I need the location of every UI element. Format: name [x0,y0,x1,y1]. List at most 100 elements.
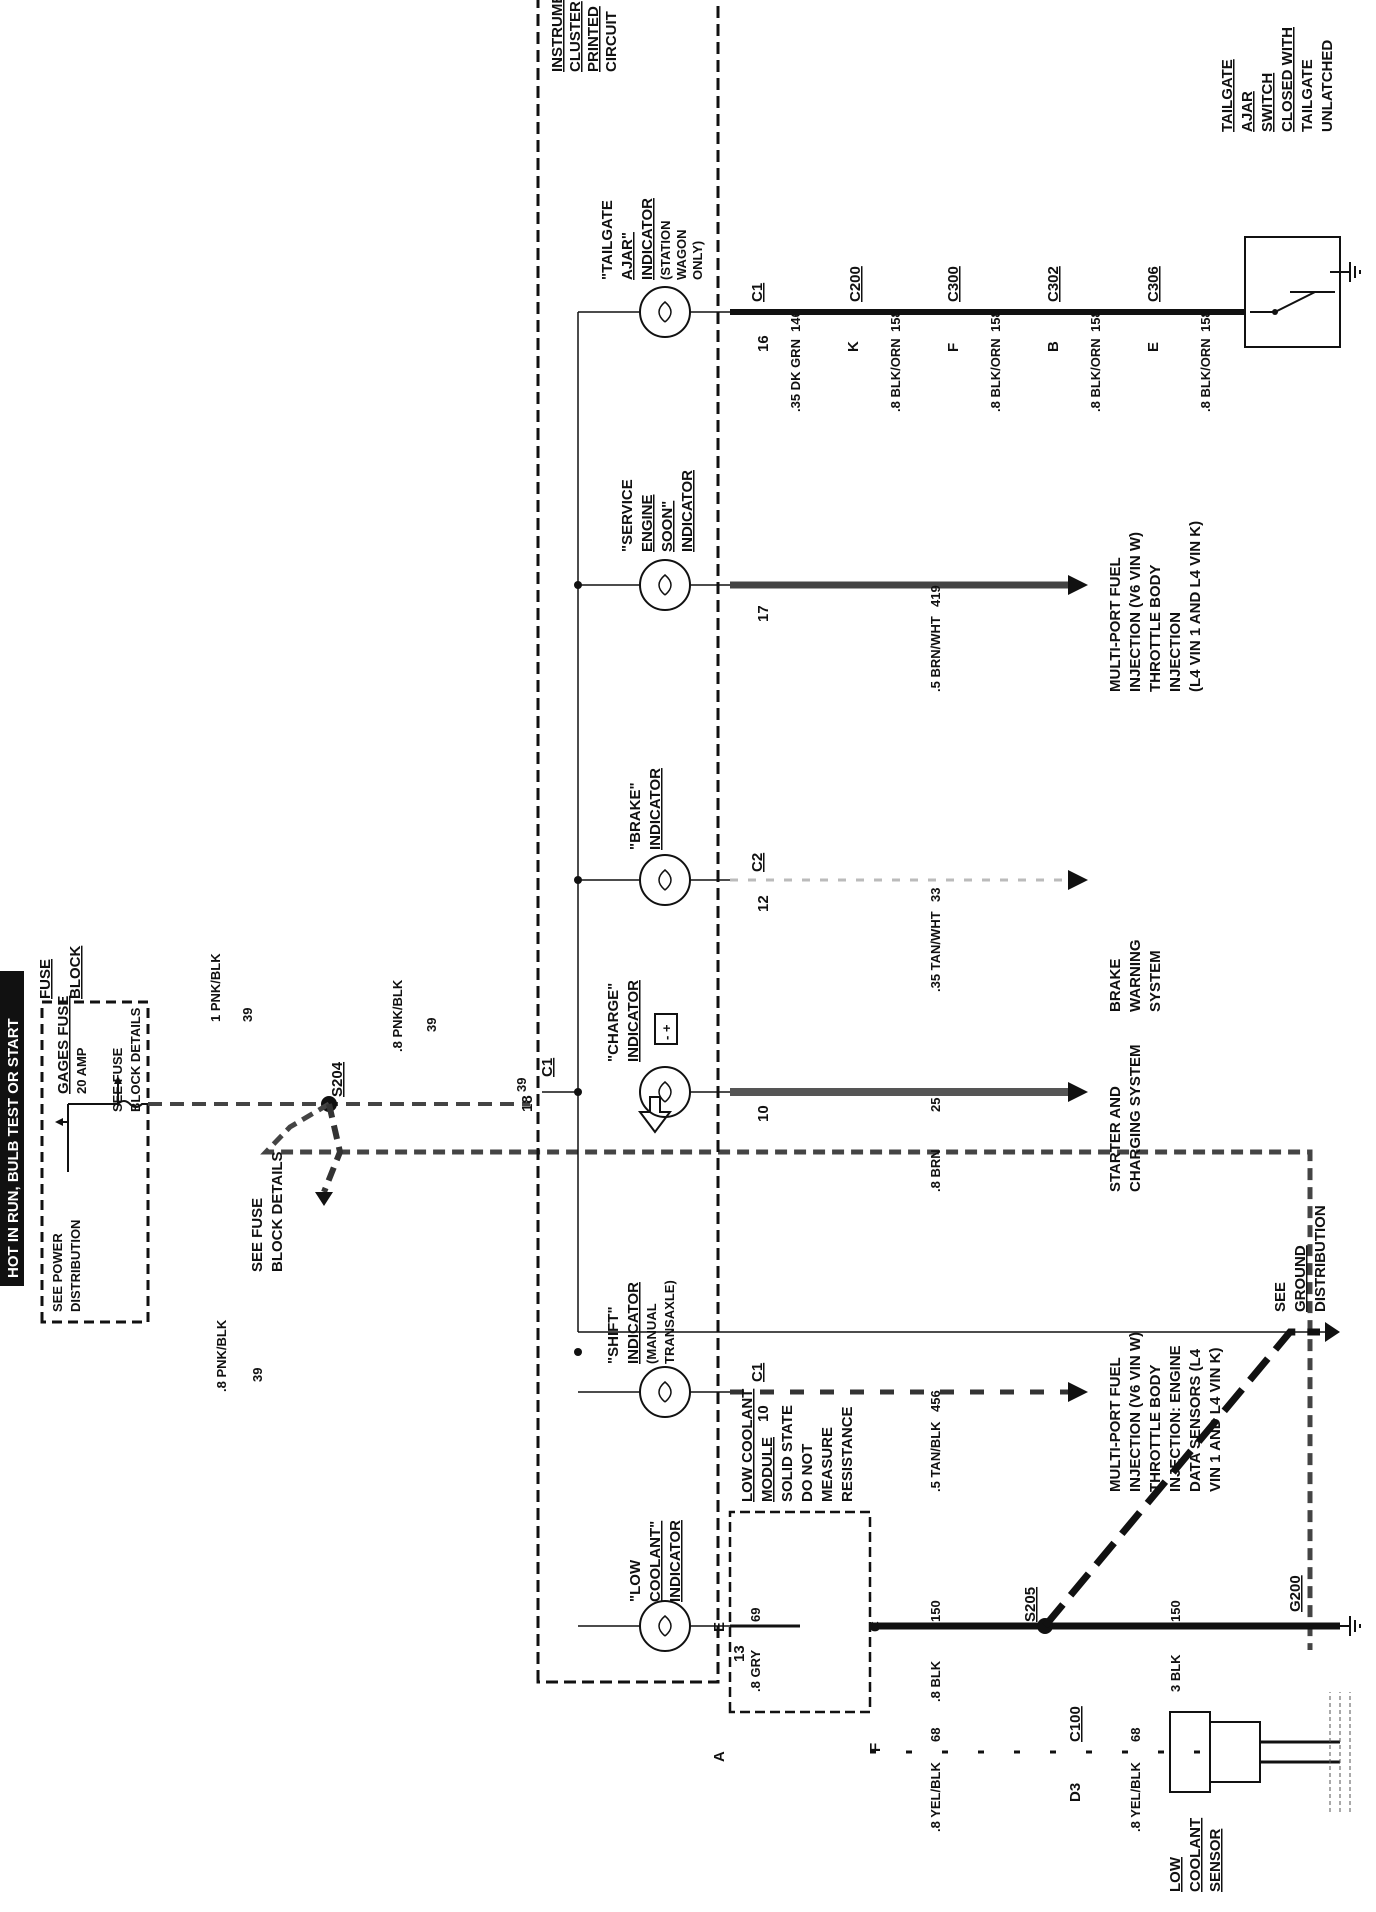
module-line-3: SOLID STATE [779,1405,796,1502]
cluster-title-3: PRINTED [585,6,602,72]
lamp-tailgate-ajar: "TAILGATE AJAR" INDICATOR (STATION WAGON… [578,198,730,338]
connector-c300: C300 [945,266,962,302]
ses-ind-1: "SERVICE [619,479,636,552]
pin-d3: D3 [1067,1783,1084,1802]
ground-dist-3: DISTRIBUTION [1312,1205,1329,1312]
wire-25-number: 25 [928,1098,943,1112]
splice-s204-label: S204 [329,1061,346,1097]
module-line-1: LOW COOLANT [739,1389,756,1502]
circuit-25: 10 25 .8 BRN STARTER AND CHARGING SYSTEM [730,1044,1144,1192]
circuit-456: C1 10 456 .5 TAN/BLK MULTI-PORT FUEL INJ… [730,1332,1224,1492]
pin-k: K [845,341,862,352]
wire-158b-number: 158 [988,310,1003,332]
module-pin-f: F [867,1743,884,1752]
ground-dist-1: SEE [1272,1282,1289,1312]
cluster-title-2: CLUSTER [567,1,584,72]
wire-39a-number: 39 [240,1008,255,1022]
ses-ind-4: INDICATOR [679,470,696,552]
sensor-label-3: SENSOR [1207,1828,1224,1892]
mpfi1-line-4: INJECTION [1167,612,1184,692]
wire-69-color: .8 GRY [748,1650,763,1692]
wire-158a-number: 158 [888,310,903,332]
wire-39c-number: 39 [250,1368,265,1382]
wire-419-number: 419 [928,585,943,607]
wire-39b-number: 39 [424,1018,439,1032]
sensor-label-1: LOW [1167,1856,1184,1892]
tailgate-switch-2: AJAR [1239,91,1256,132]
see-power-text-1: SEE POWER [50,1233,65,1312]
wire-456-number: 456 [928,1390,943,1412]
cluster-title-4: CIRCUIT [603,11,620,72]
wire-68a-color: .8 YEL/BLK [928,1762,943,1832]
tailgate-ajar-switch: TAILGATE AJAR SWITCH CLOSED WITH TAILGAT… [1219,27,1361,348]
power-banner: HOT IN RUN, BULB TEST OR START [0,971,24,1286]
tailgate-switch-6: UNLATCHED [1319,40,1336,132]
starter-line-2: CHARGING SYSTEM [1127,1044,1144,1192]
brake-warning-1: BRAKE [1107,959,1124,1012]
shift-ind-4: TRANSAXLE) [662,1280,677,1364]
brake-ind-1: "BRAKE" [627,782,644,850]
fuse-block: FUSE BLOCK SEE POWER DISTRIBUTION GAGES … [37,946,150,1324]
mpfi2-line-4: INJECTION: ENGINE [1167,1345,1184,1492]
module-line-4: DO NOT [799,1444,816,1502]
fuse-block-title-2: BLOCK [67,946,84,999]
starter-line-1: STARTER AND [1107,1086,1124,1192]
tailgate-ind-2: AJAR" [619,232,636,280]
mpfi2-line-1: MULTI-PORT FUEL [1107,1357,1124,1492]
wire-33-number: 33 [928,888,943,902]
pin-e-c306: E [1145,342,1162,352]
lamp-shift: "SHIFT" INDICATOR (MANUAL TRANSAXLE) [578,1280,730,1418]
charge-ind-1: "CHARGE" [605,983,622,1062]
lamp-charge: "CHARGE" INDICATOR - + [605,980,730,1118]
shift-ind-1: "SHIFT" [605,1306,622,1364]
tailgate-switch-1: TAILGATE [1219,59,1236,132]
module-line-2: MODULE [759,1437,776,1502]
tailgate-ind-6: ONLY) [690,241,705,280]
connector-c306: C306 [1145,266,1162,302]
tailgate-switch-4: CLOSED WITH [1279,27,1296,132]
wire-39b-color: .8 PNK/BLK [390,979,405,1052]
fuse-block-title-1: FUSE [37,959,54,999]
svg-text:- +: - + [659,1024,674,1040]
lamp-service-engine-soon: "SERVICE ENGINE SOON" INDICATOR [578,470,730,611]
tailgate-ind-5: WAGON [674,229,689,280]
mpfi2-line-3: THROTTLE BODY [1147,1365,1164,1493]
connector-c1-tailgate: C1 [749,283,766,302]
wire-68a-number: 68 [928,1728,943,1742]
wire-25-color: .8 BRN [928,1149,943,1192]
pin-16: 16 [755,335,772,352]
module-pin-a: A [711,1751,728,1762]
connector-c1-top: C1 [539,1058,556,1077]
circuit-69: 13 69 .8 GRY [730,1608,800,1692]
pin-10-shift: 10 [755,1405,772,1422]
low-coolant-ind-3: INDICATOR [667,1520,684,1602]
power-banner-text: HOT IN RUN, BULB TEST OR START [5,1018,22,1278]
connector-c2: C2 [749,853,766,872]
wire-150a-color: .8 BLK [928,1660,943,1702]
mpfi2-line-5: DATA SENSORS (L4 [1187,1348,1204,1492]
upshift-arrow-icon [638,1096,672,1134]
ses-ind-2: ENGINE [639,494,656,552]
pin-b: B [1045,341,1062,352]
wire-150b-color: 3 BLK [1168,1654,1183,1692]
shift-ind-3: (MANUAL [644,1303,659,1364]
connector-c200: C200 [847,266,864,302]
pin-12: 12 [755,895,772,912]
low-coolant-ind-2: COOLANT" [647,1521,664,1602]
module-line-5: MEASURE [819,1427,836,1502]
ses-ind-3: SOON" [659,501,676,552]
tailgate-ind-3: INDICATOR [639,198,656,280]
charge-ind-2: INDICATOR [625,980,642,1062]
pin-f-c300: F [945,343,962,352]
wire-158d-color: .8 BLK/ORN [1198,338,1213,412]
mpfi1-line-5: (L4 VIN 1 AND L4 VIN K) [1187,521,1204,692]
wire-146-number: 146 [788,310,803,332]
circuit-419: 17 419 .5 BRN/WHT MULTI-PORT FUEL INJECT… [730,521,1204,692]
low-coolant-sensor: LOW COOLANT SENSOR [1167,1692,1351,1892]
mpfi1-line-2: INJECTION (V6 VIN W) [1127,532,1144,692]
wire-456-color: .5 TAN/BLK [928,1421,943,1492]
lamp-low-coolant: "LOW COOLANT" INDICATOR [578,1520,730,1652]
